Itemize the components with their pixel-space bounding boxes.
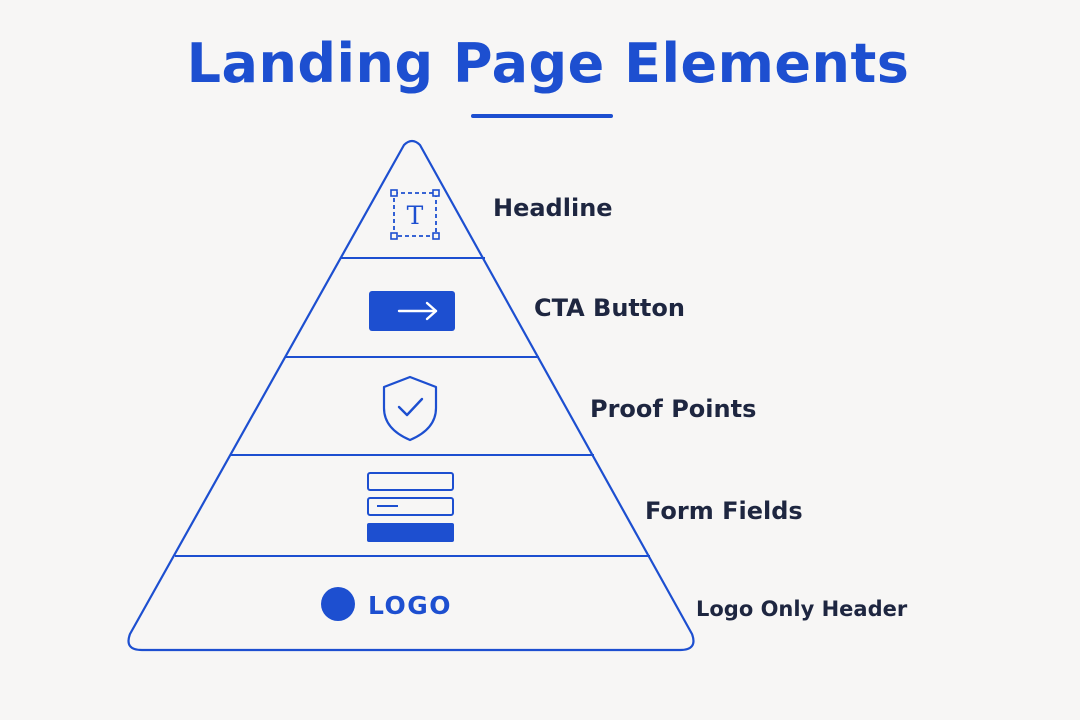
page-title: Landing Page Elements [187, 32, 910, 95]
arrow-button-icon [369, 291, 455, 331]
pyramid-outline [127, 139, 695, 652]
logo-text: LOGO [368, 591, 452, 620]
title-underline [471, 114, 613, 118]
label-proof-points: Proof Points [590, 395, 756, 423]
label-form-fields: Form Fields [645, 497, 803, 525]
label-headline: Headline [493, 194, 613, 222]
shield-check-icon [382, 375, 438, 442]
label-cta-button: CTA Button [534, 294, 685, 322]
form-fields-icon [367, 472, 454, 542]
text-box-icon: T [390, 189, 440, 240]
logo-circle-icon [321, 587, 355, 621]
label-logo-only-header: Logo Only Header [696, 597, 908, 621]
text-glyph: T [407, 201, 424, 230]
